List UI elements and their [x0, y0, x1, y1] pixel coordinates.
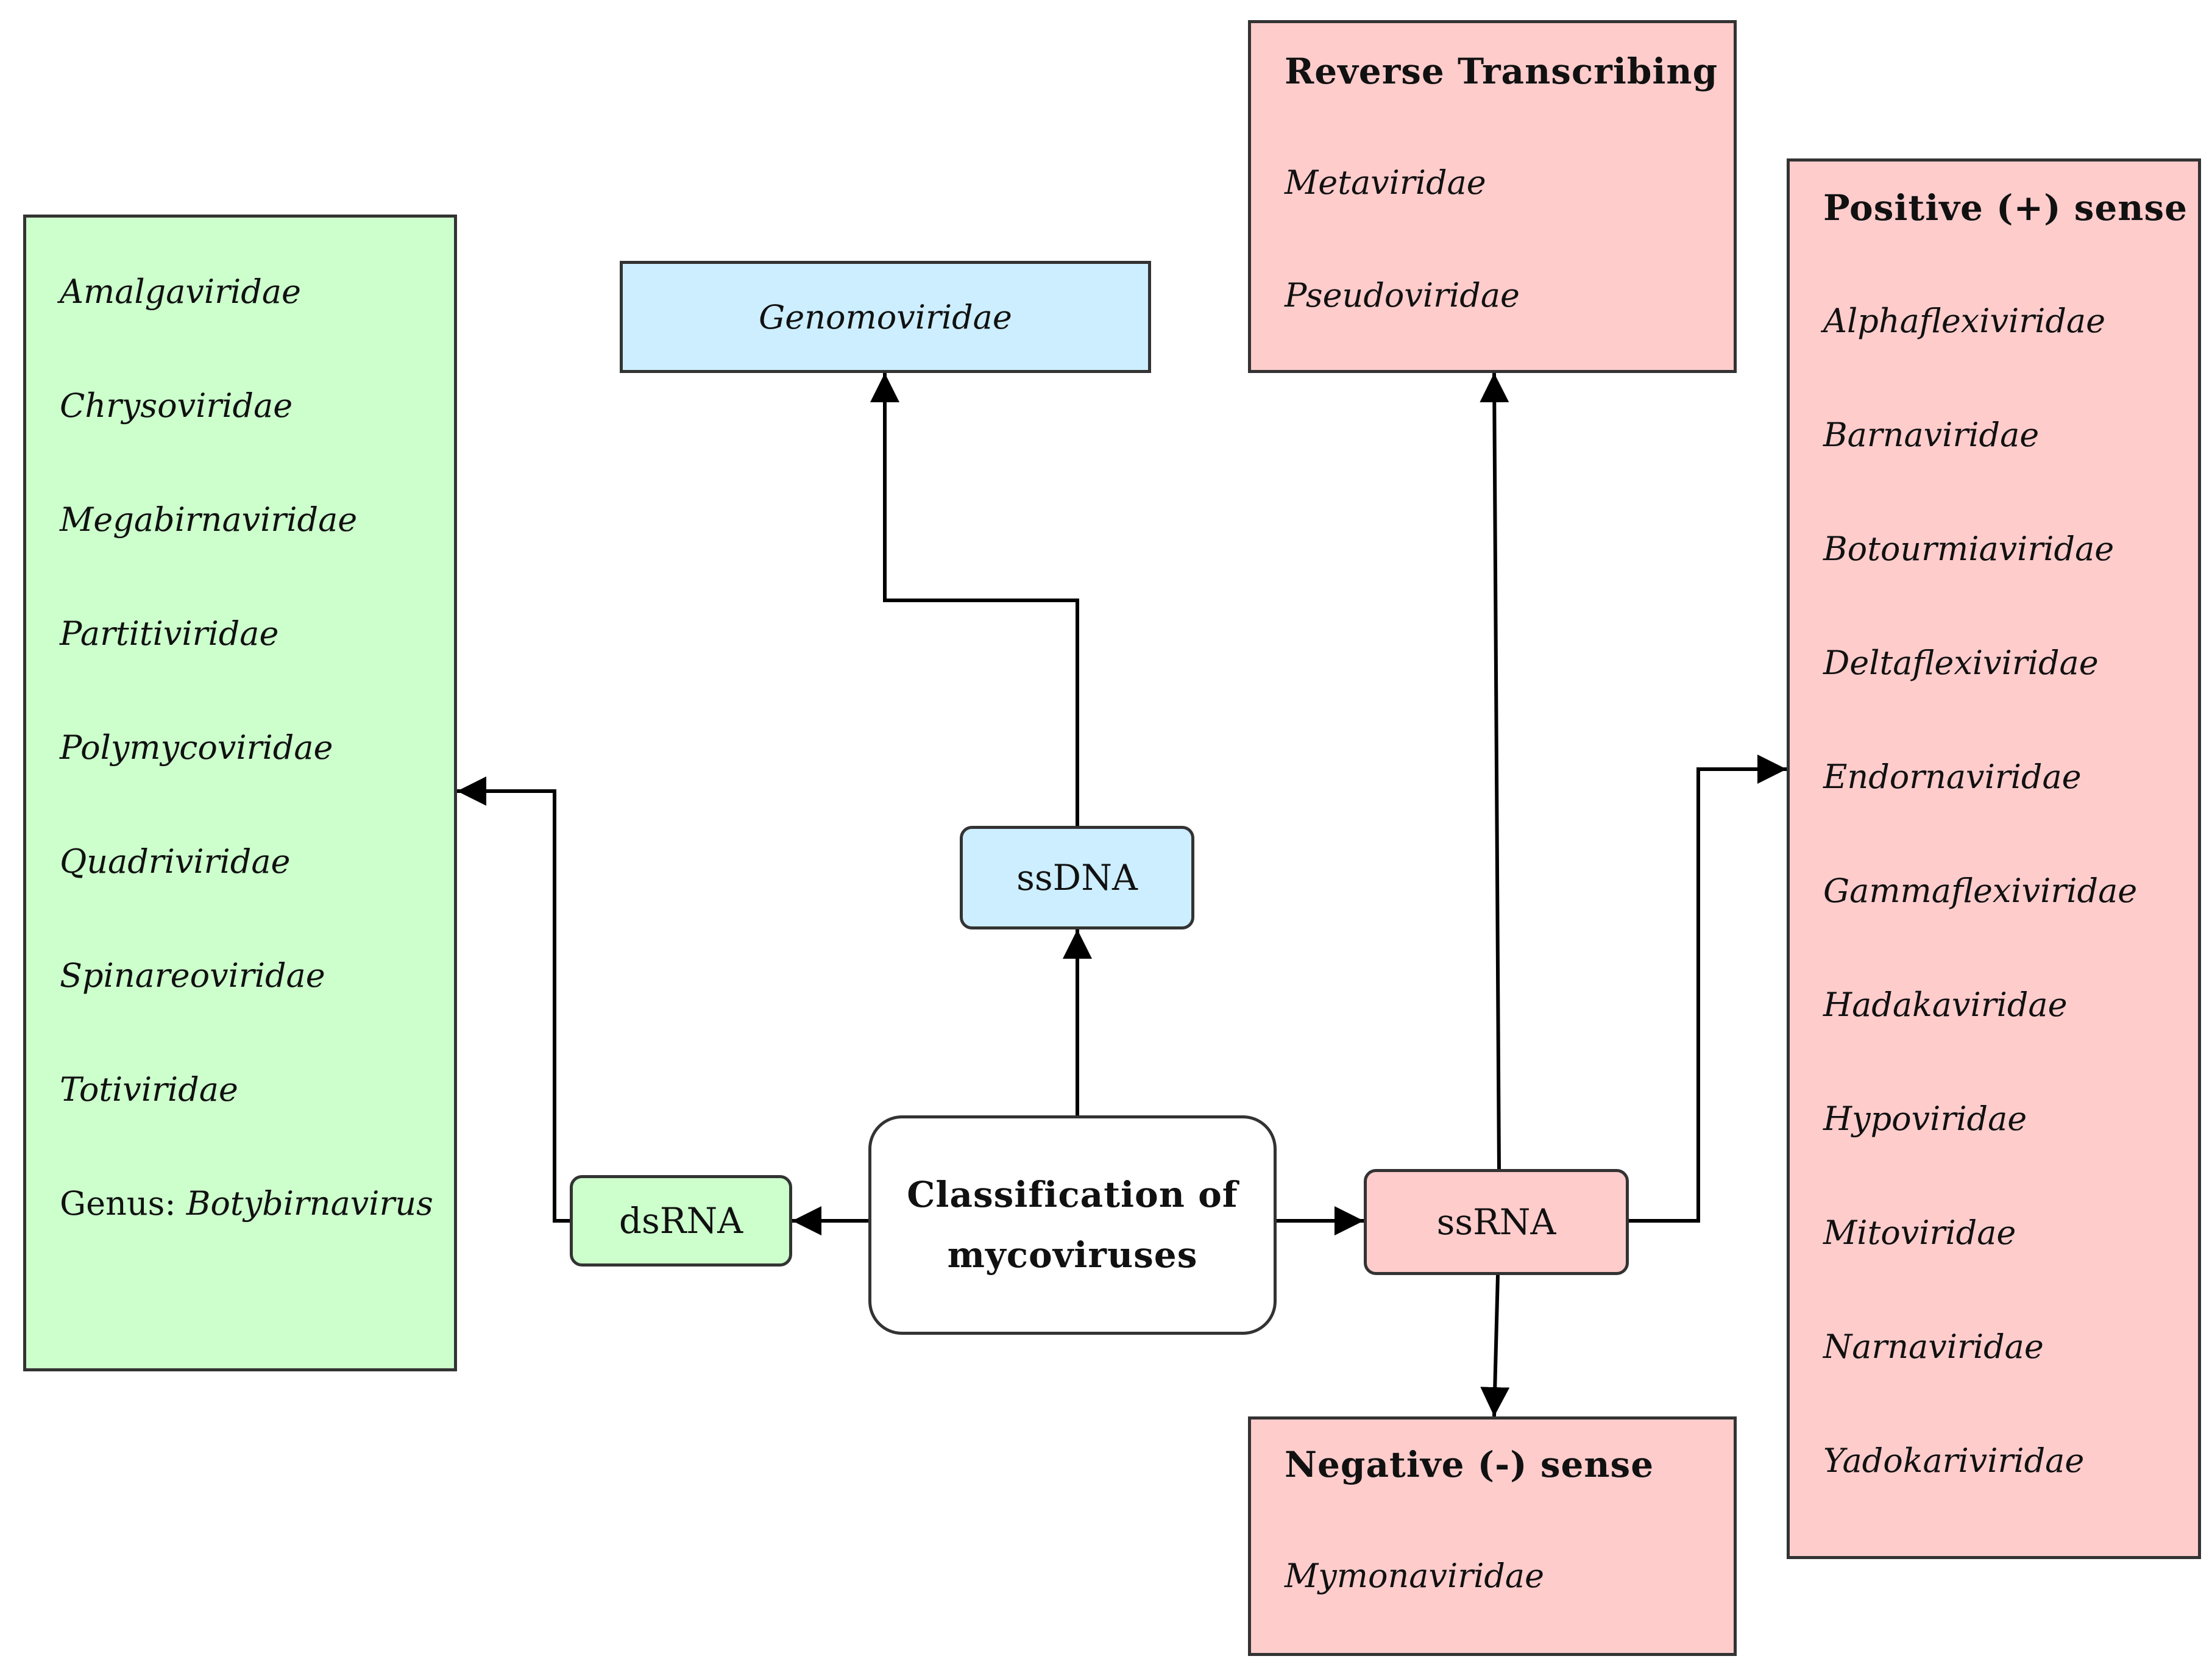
family-alphaflexiviridae: Alphaflexiviridae — [1823, 302, 2106, 340]
ssdna-family-box: Genomoviridae — [620, 261, 1151, 373]
family-narnaviridae: Narnaviridae — [1823, 1327, 2044, 1366]
reverse-transcribing-title: Reverse Transcribing — [1285, 51, 1718, 92]
arrow-ssrna-to-reverse — [1480, 372, 1509, 1170]
genus-botybirnavirus: Genus: Botybirnavirus — [60, 1184, 433, 1223]
ssrna-node: ssRNA — [1364, 1169, 1629, 1275]
family-quadriviridae: Quadriviridae — [60, 842, 291, 881]
genus-name: Botybirnavirus — [186, 1184, 433, 1223]
family-chrysoviridae: Chrysoviridae — [60, 386, 293, 425]
dsrna-node: dsRNA — [570, 1175, 792, 1267]
positive-sense-box: Positive (+) sense Alphaflexiviridae Bar… — [1787, 158, 2201, 1559]
negative-sense-title: Negative (-) sense — [1285, 1444, 1654, 1485]
family-hypoviridae: Hypoviridae — [1823, 1100, 2027, 1138]
family-amalgaviridae: Amalgaviridae — [60, 272, 302, 311]
arrow-ssrna-to-negative — [1480, 1274, 1510, 1417]
family-barnaviridae: Barnaviridae — [1823, 416, 2040, 454]
arrow-ssrna-to-positive — [1629, 755, 1787, 1223]
arrow-dsrna-to-list — [457, 776, 570, 1223]
dsrna-family-list: Amalgaviridae Chrysoviridae Megabirnavir… — [23, 215, 457, 1371]
family-genomoviridae: Genomoviridae — [759, 297, 1012, 336]
positive-sense-title: Positive (+) sense — [1823, 187, 2188, 229]
family-megabirnaviridae: Megabirnaviridae — [60, 500, 358, 539]
family-metaviridae: Metaviridae — [1285, 163, 1486, 202]
negative-sense-box: Negative (-) sense Mymonaviridae — [1248, 1416, 1737, 1656]
ssdna-node: ssDNA — [960, 826, 1194, 929]
family-mitoviridae: Mitoviridae — [1823, 1213, 2016, 1252]
family-spinareoviridae: Spinareoviridae — [60, 956, 325, 995]
family-yadokariviridae: Yadokariviridae — [1823, 1441, 2085, 1480]
arrow-ssdna-to-genomoviridae — [870, 373, 1079, 826]
center-title-line2: mycoviruses — [947, 1234, 1198, 1276]
classification-center-node: Classification of mycoviruses — [868, 1115, 1277, 1335]
family-pseudoviridae: Pseudoviridae — [1285, 276, 1520, 314]
family-deltaflexiviridae: Deltaflexiviridae — [1823, 644, 2099, 682]
family-botourmiaviridae: Botourmiaviridae — [1823, 530, 2115, 568]
family-hadakaviridae: Hadakaviridae — [1823, 986, 2068, 1024]
family-totiviridae: Totiviridae — [60, 1070, 238, 1109]
family-polymycoviridae: Polymycoviridae — [60, 728, 333, 767]
family-mymonaviridae: Mymonaviridae — [1285, 1557, 1545, 1595]
reverse-transcribing-box: Reverse Transcribing Metaviridae Pseudov… — [1248, 20, 1737, 373]
family-endornaviridae: Endornaviridae — [1823, 758, 2082, 796]
genus-prefix: Genus: — [60, 1184, 186, 1223]
center-title-line1: Classification of — [907, 1174, 1238, 1216]
family-partitiviridae: Partitiviridae — [60, 614, 279, 653]
family-gammaflexiviridae: Gammaflexiviridae — [1823, 872, 2138, 910]
